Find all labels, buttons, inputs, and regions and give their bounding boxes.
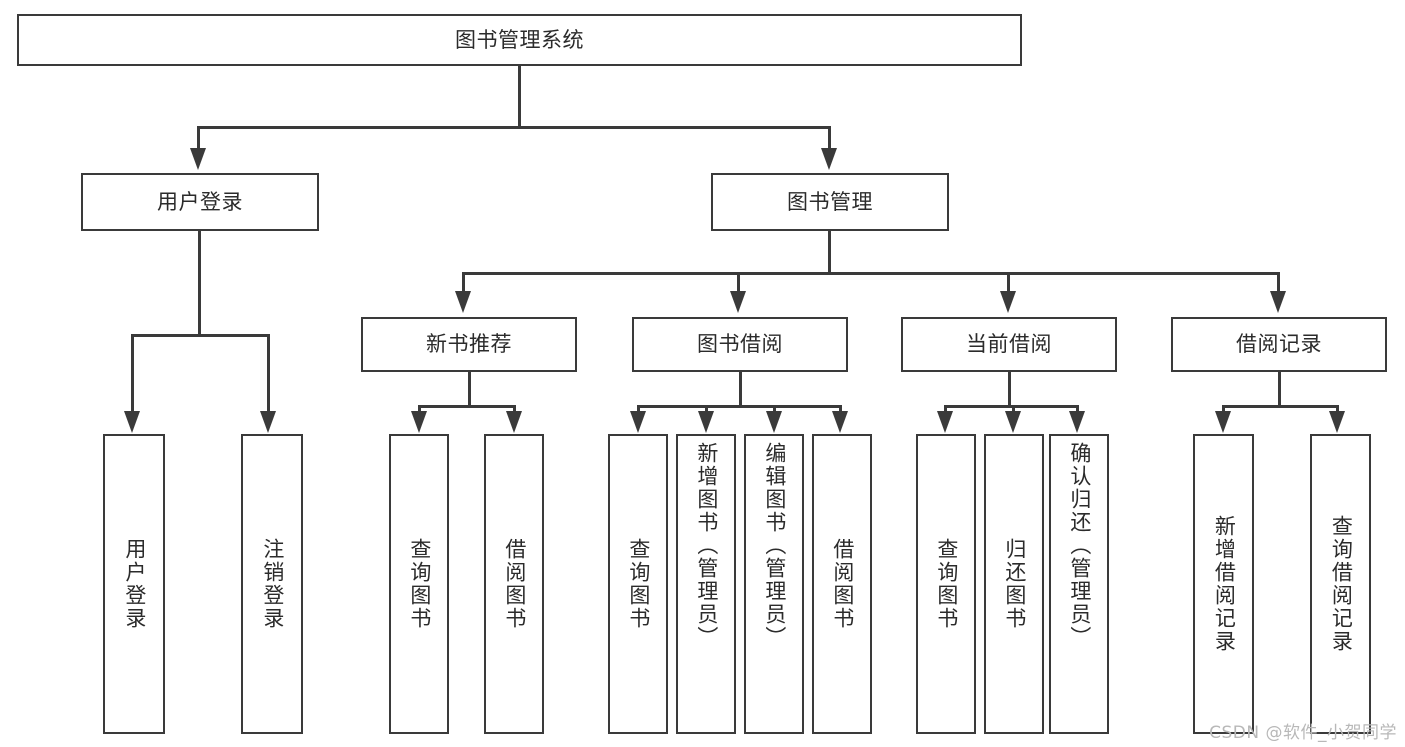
arrow-to-current-borrow — [1000, 291, 1016, 313]
arrow-to-leaf-add-borrow-record — [1215, 411, 1231, 433]
connector-new-book-leg-2 — [513, 405, 516, 413]
connector-user-login-leg-1 — [131, 334, 134, 412]
node-label: 当前借阅 — [966, 332, 1052, 356]
connector-book-management-bar — [462, 272, 1280, 275]
leaf-label: 注销登录 — [260, 538, 285, 630]
node-book-management[interactable]: 图书管理 — [711, 173, 949, 231]
connector-cb-leg-1 — [944, 405, 947, 413]
node-current-borrow[interactable]: 当前借阅 — [901, 317, 1117, 372]
csdn-watermark: CSDN @软件_小贺同学 — [1209, 723, 1397, 743]
leaf-label: 查询借阅记录 — [1329, 515, 1354, 653]
connector-root-bar — [197, 126, 831, 129]
leaf-add-book-admin[interactable]: 新增图书（管理员） — [676, 434, 736, 734]
arrow-to-leaf-confirm-return — [1069, 411, 1085, 433]
node-label: 借阅记录 — [1236, 332, 1322, 356]
connector-bm-leg-3 — [1007, 272, 1010, 292]
arrow-to-leaf-user-login — [124, 411, 140, 433]
connector-bb-leg-3 — [773, 405, 776, 413]
connector-br-leg-1 — [1222, 405, 1225, 413]
connector-new-book-bar — [418, 405, 516, 408]
node-label: 图书借阅 — [697, 332, 783, 356]
connector-bm-leg-1 — [462, 272, 465, 292]
connector-user-login-leg-2 — [267, 334, 270, 412]
connector-book-borrow-stem — [739, 372, 742, 408]
node-label: 图书管理 — [787, 189, 873, 214]
node-root-book-management-system[interactable]: 图书管理系统 — [17, 14, 1022, 66]
leaf-label: 查询图书 — [626, 538, 651, 630]
arrow-to-leaf-borrow-book-2 — [832, 411, 848, 433]
connector-br-leg-2 — [1336, 405, 1339, 413]
connector-current-borrow-bar — [944, 405, 1079, 408]
arrow-to-book-borrow — [730, 291, 746, 313]
node-label: 新书推荐 — [426, 332, 512, 356]
connector-book-management-stem — [828, 231, 831, 275]
leaf-logout[interactable]: 注销登录 — [241, 434, 303, 734]
connector-bm-leg-4 — [1277, 272, 1280, 292]
leaf-label: 归还图书 — [1002, 538, 1027, 630]
leaf-label: 用户登录 — [122, 538, 147, 630]
connector-cb-leg-3 — [1076, 405, 1079, 413]
leaf-label: 确认归还（管理员） — [1067, 442, 1092, 649]
leaf-label: 借阅图书 — [830, 538, 855, 630]
node-book-borrow[interactable]: 图书借阅 — [632, 317, 848, 372]
arrow-to-leaf-edit-book — [766, 411, 782, 433]
leaf-label: 新增借阅记录 — [1212, 515, 1237, 653]
arrow-to-borrow-record — [1270, 291, 1286, 313]
arrow-to-leaf-query-borrow-record — [1329, 411, 1345, 433]
arrow-to-book-management — [821, 148, 837, 170]
leaf-label: 查询图书 — [407, 538, 432, 630]
arrow-to-leaf-query-book-2 — [630, 411, 646, 433]
leaf-return-book[interactable]: 归还图书 — [984, 434, 1044, 734]
connector-bm-leg-2 — [737, 272, 740, 292]
arrow-to-leaf-query-book-1 — [411, 411, 427, 433]
node-borrow-record[interactable]: 借阅记录 — [1171, 317, 1387, 372]
connector-current-borrow-stem — [1008, 372, 1011, 408]
node-label: 图书管理系统 — [455, 27, 584, 52]
leaf-add-borrow-record[interactable]: 新增借阅记录 — [1193, 434, 1254, 734]
leaf-label: 编辑图书（管理员） — [762, 442, 787, 649]
connector-borrow-record-stem — [1278, 372, 1281, 408]
connector-bb-leg-4 — [839, 405, 842, 413]
node-new-book-recommend[interactable]: 新书推荐 — [361, 317, 577, 372]
leaf-label: 新增图书（管理员） — [694, 442, 719, 649]
leaf-query-book-new[interactable]: 查询图书 — [389, 434, 449, 734]
arrow-to-leaf-logout — [260, 411, 276, 433]
arrow-to-new-book-recommend — [455, 291, 471, 313]
node-label: 用户登录 — [157, 189, 243, 214]
connector-cb-leg-2 — [1012, 405, 1015, 413]
connector-user-login-stem — [198, 231, 201, 337]
connector-new-book-stem — [468, 372, 471, 408]
leaf-user-login[interactable]: 用户登录 — [103, 434, 165, 734]
connector-bb-leg-1 — [637, 405, 640, 413]
leaf-borrow-book-borrow[interactable]: 借阅图书 — [812, 434, 872, 734]
connector-bb-leg-2 — [705, 405, 708, 413]
connector-user-login-bar — [131, 334, 270, 337]
leaf-confirm-return-admin[interactable]: 确认归还（管理员） — [1049, 434, 1109, 734]
connector-root-leg-right — [828, 126, 831, 149]
arrow-to-leaf-return-book — [1005, 411, 1021, 433]
leaf-query-borrow-record[interactable]: 查询借阅记录 — [1310, 434, 1371, 734]
connector-book-borrow-bar — [637, 405, 842, 408]
leaf-query-book-borrow[interactable]: 查询图书 — [608, 434, 668, 734]
arrow-to-leaf-borrow-book-1 — [506, 411, 522, 433]
node-user-login[interactable]: 用户登录 — [81, 173, 319, 231]
connector-root-stem — [518, 66, 521, 128]
connector-root-leg-left — [197, 126, 200, 149]
arrow-to-leaf-add-book — [698, 411, 714, 433]
connector-borrow-record-bar — [1222, 405, 1339, 408]
leaf-label: 查询图书 — [934, 538, 959, 630]
leaf-edit-book-admin[interactable]: 编辑图书（管理员） — [744, 434, 804, 734]
connector-new-book-leg-1 — [418, 405, 421, 413]
leaf-query-book-current[interactable]: 查询图书 — [916, 434, 976, 734]
arrow-to-leaf-query-book-3 — [937, 411, 953, 433]
leaf-label: 借阅图书 — [502, 538, 527, 630]
leaf-borrow-book-new[interactable]: 借阅图书 — [484, 434, 544, 734]
arrow-to-user-login — [190, 148, 206, 170]
